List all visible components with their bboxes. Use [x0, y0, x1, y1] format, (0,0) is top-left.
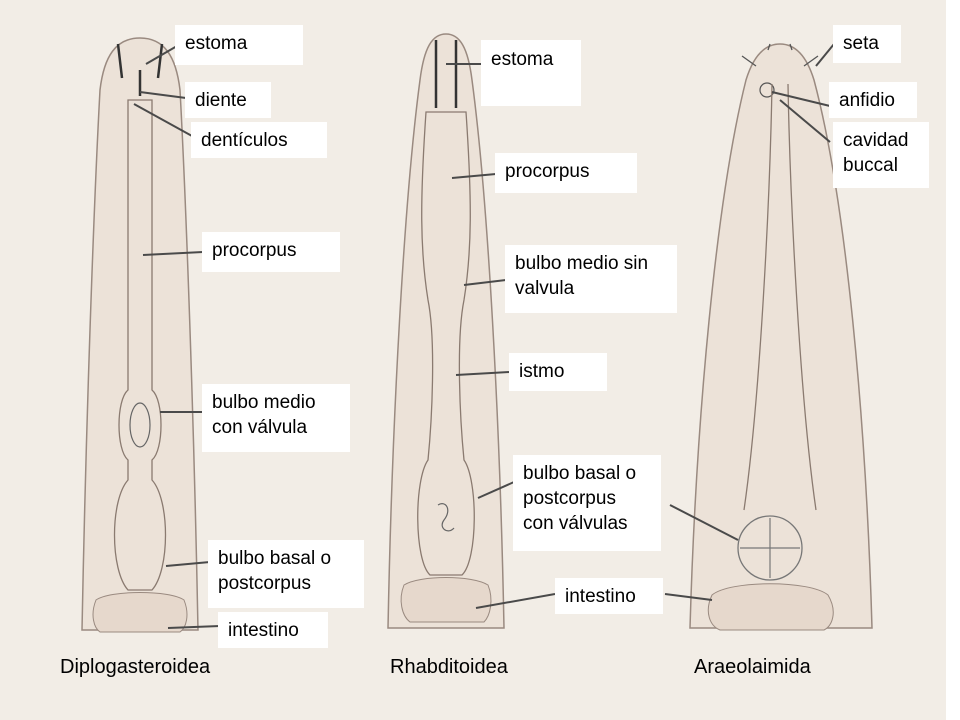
leader-bulbo-basal-2 — [477, 481, 515, 499]
leader-procorpus-2 — [451, 173, 497, 179]
specimen-araeolaimida — [689, 43, 873, 631]
label-bulbo-medio-sin-valvula: bulbo medio sin valvula — [505, 245, 677, 313]
specimen-rhabditoidea — [387, 33, 505, 629]
leader-estoma-1 — [145, 45, 178, 65]
specimen-diplogasteroidea — [81, 37, 199, 633]
label-cavidad-buccal: cavidad buccal — [833, 122, 929, 188]
label-estoma: estoma — [481, 40, 581, 106]
leader-procorpus-1 — [142, 251, 204, 256]
label-intestino: intestino — [218, 612, 328, 648]
leader-istmo — [455, 371, 511, 376]
label-seta: seta — [833, 25, 901, 63]
label-bulbo-basal-o-postcorpus-con-valvulas: bulbo basal o postcorpus con válvulas — [513, 455, 661, 551]
leader-denticulos — [133, 103, 193, 137]
label-istmo: istmo — [509, 353, 607, 391]
label-diente: diente — [185, 82, 271, 118]
panel-title-rhabditoidea: Rhabditoidea — [390, 656, 508, 678]
label-bulbo-basal-o-postcorpus: bulbo basal o postcorpus — [208, 540, 364, 608]
leader-diente — [139, 91, 187, 99]
leader-lines — [133, 43, 835, 629]
label-anfidio: anfidio — [829, 82, 917, 118]
label-procorpus: procorpus — [202, 232, 340, 272]
label-intestino: intestino — [555, 578, 663, 614]
right-edge-strip — [946, 0, 960, 720]
label-bulbo-medio-con-valvula: bulbo medio con válvula — [202, 384, 350, 452]
leader-intestino-1 — [167, 625, 221, 629]
leader-intestino-2 — [475, 593, 556, 609]
leader-anfidio — [771, 91, 831, 107]
panel-title-araeolaimida: Araeolaimida — [694, 656, 811, 678]
leader-seta — [815, 43, 835, 67]
label-procorpus: procorpus — [495, 153, 637, 193]
leader-cavidad-buccal — [779, 99, 831, 143]
leader-intestino-3 — [664, 593, 713, 601]
leader-postcorpus-3 — [669, 504, 739, 541]
label-estoma: estoma — [175, 25, 303, 65]
leader-bulbo-basal-1 — [165, 561, 211, 567]
leader-bulbo-medio-2 — [463, 279, 507, 286]
label-denticulos: dentículos — [191, 122, 327, 158]
panel-title-diplogasteroidea: Diplogasteroidea — [60, 656, 211, 678]
